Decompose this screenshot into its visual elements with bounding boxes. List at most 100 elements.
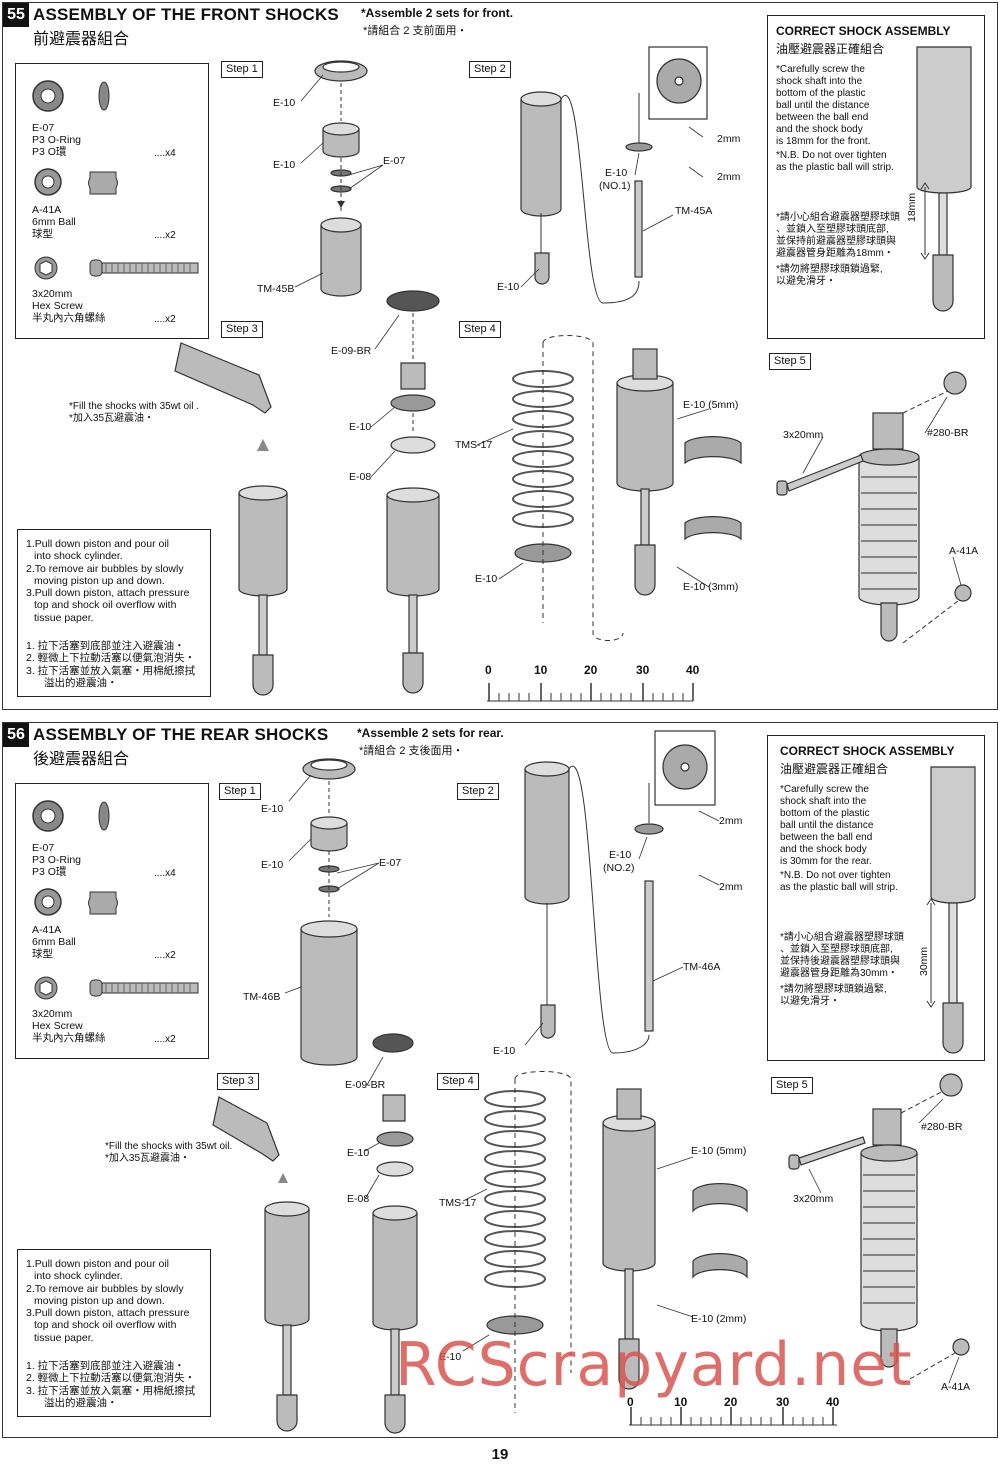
part-code: 3x20mm [32, 288, 73, 300]
label-e08: E-08 [349, 471, 372, 483]
correct-nb-cn: *請勿將塑膠球頭鎖過緊, [780, 984, 887, 995]
step-2-label: Step 2 [469, 61, 511, 78]
section-subtitle-cn: 前避震器組合 [33, 31, 130, 48]
instruction-line: into shock cylinder. [34, 550, 123, 563]
instruction-line: into shock cylinder. [34, 1270, 123, 1283]
part-code: E-07 [32, 122, 55, 134]
instructions-box: 1.Pull down piston and pour oil into sho… [17, 529, 211, 697]
correct-text: ball until the distance [780, 820, 874, 831]
correct-text-cn: *請小心組合避震器塑膠球頭 [780, 932, 904, 943]
hex-screw-icon [34, 256, 199, 280]
part-name: Hex Screw [32, 300, 83, 312]
label-piston-number: (NO.1) [599, 180, 631, 192]
correct-nb: as the plastic ball will strip. [776, 162, 894, 173]
correct-text-cn: 並保持後避震器塑膠球頭與 [780, 956, 900, 967]
section-rear-shocks: 56 ASSEMBLY OF THE REAR SHOCKS 後避震器組合 *A… [2, 722, 998, 1438]
ruler-label: 10 [534, 663, 548, 677]
part-name-cn: 球型 [32, 228, 53, 240]
parts-illustrations [32, 800, 199, 1000]
step3-parts [174, 290, 440, 696]
label-spring: TMS-17 [439, 1197, 477, 1209]
part-name-cn: P3 O環 [32, 146, 67, 158]
correct-text-cn: 並保持前避震器塑膠球頭與 [776, 236, 896, 247]
label-2mm: 2mm [719, 881, 743, 893]
fill-note-cn: *加入35瓦避震油・ [69, 413, 155, 424]
hex-screw-icon [34, 976, 199, 1000]
label-shaft: TM-45A [675, 205, 713, 217]
part-qty: ....x4 [154, 148, 176, 159]
label-e07: E-07 [379, 857, 402, 869]
label-e10: E-10 [349, 421, 372, 433]
o-ring-icon [32, 80, 110, 112]
correct-text-cn: *請小心組合避震器塑膠球頭 [776, 212, 900, 223]
section-subtitle-cn: 後避震器組合 [33, 751, 130, 768]
label-e10: E-10 [261, 803, 284, 815]
instruction-line: top and shock oil overflow with [34, 1319, 177, 1332]
step4-spring [512, 370, 574, 528]
parts-box: E-07 P3 O-Ring P3 O環 ....x4 A-41A 6mm Ba… [15, 783, 209, 1059]
correct-text: bottom of the plastic [780, 808, 870, 819]
step5-assembled-shock [776, 371, 972, 642]
part-code: E-07 [32, 842, 55, 854]
correct-title: CORRECT SHOCK ASSEMBLY [776, 24, 951, 38]
instruction-line-cn: 3. 拉下活塞並放入氣塞・用棉紙擦拭 [26, 664, 196, 677]
correct-nb-cn: *請勿將塑膠球頭鎖過緊, [776, 264, 883, 275]
step-4-label: Step 4 [459, 321, 501, 338]
label-e09: E-09-BR [345, 1079, 386, 1091]
correct-nb-cn: 以避免滑牙・ [780, 996, 840, 1007]
page-number: 19 [491, 1446, 509, 1463]
correct-assembly-box: CORRECT SHOCK ASSEMBLY 油壓避震器正確組合 *Carefu… [767, 735, 985, 1061]
instruction-line: 1.Pull down piston and pour oil [26, 538, 170, 550]
instruction-line: moving piston up and down. [34, 574, 165, 587]
parts-illustrations [32, 80, 199, 280]
label-piston-number: (NO.2) [603, 862, 635, 874]
ruler-label: 40 [686, 663, 700, 677]
label-e10-piston: E-10 [609, 849, 632, 861]
correct-text: between the ball end [776, 112, 869, 123]
step-5-label: Step 5 [769, 353, 811, 370]
instruction-line-cn: 1. 拉下活塞到底部並注入避震油・ [26, 1360, 185, 1372]
assemble-note-cn: *請組合 2 支前面用・ [363, 25, 468, 37]
label-spacer-5mm: E-10 (5mm) [683, 399, 739, 411]
label-e10: E-10 [493, 1045, 516, 1057]
ruler-label: 40 [826, 1395, 840, 1409]
ruler-label: 30 [776, 1395, 790, 1409]
part-name-cn: P3 O環 [32, 866, 67, 878]
label-spring: TMS-17 [455, 439, 493, 451]
correct-title-cn: 油壓避震器正確組合 [776, 42, 885, 56]
label-shaft: TM-46A [683, 961, 721, 973]
label-e10: E-10 [273, 97, 296, 109]
label-e09: E-09-BR [331, 345, 372, 357]
correct-text: and the shock body [780, 844, 867, 855]
label-ball-br: #280-BR [921, 1121, 963, 1133]
instruction-line: 3.Pull down piston, attach pressure [26, 587, 190, 600]
step-5-label: Step 5 [771, 1077, 813, 1094]
label-e10: E-10 [273, 159, 296, 171]
part-qty: ....x2 [154, 230, 176, 241]
ruler-label: 10 [674, 1395, 688, 1409]
instruction-line: 2.To remove air bubbles by slowly [26, 562, 184, 575]
ruler-label: 30 [636, 663, 650, 677]
ball-icon [34, 168, 118, 196]
correct-nb-cn: 以避免滑牙・ [776, 276, 836, 287]
label-e10: E-10 [261, 859, 284, 871]
step-4-label: Step 4 [437, 1073, 479, 1090]
correct-text: *Carefully screw the [780, 784, 869, 795]
part-name-cn: 半丸內六角螺絲 [32, 1032, 106, 1044]
instruction-line: tissue paper. [34, 611, 94, 624]
label-e10: E-10 [475, 573, 498, 585]
label-spacer-5mm: E-10 (5mm) [691, 1145, 747, 1157]
part-code: 3x20mm [32, 1008, 73, 1020]
correct-shock-diagram [916, 46, 972, 312]
parts-box: E-07 P3 O-Ring P3 O環 ....x4 A-41A 6mm Ba… [15, 63, 209, 339]
label-e10: E-10 [439, 1351, 462, 1363]
label-ball: A-41A [941, 1381, 971, 1393]
correct-nb: as the plastic ball will strip. [780, 882, 898, 893]
label-spacer-3mm: E-10 (3mm) [683, 581, 739, 593]
label-cylinder: TM-46B [243, 991, 281, 1003]
correct-text: shock shaft into the [776, 76, 863, 87]
step-2-label: Step 2 [457, 783, 499, 800]
part-code: A-41A [32, 204, 62, 216]
instruction-line: 1.Pull down piston and pour oil [26, 1258, 170, 1270]
instruction-line-cn: 溢出的避震油・ [44, 1396, 118, 1409]
